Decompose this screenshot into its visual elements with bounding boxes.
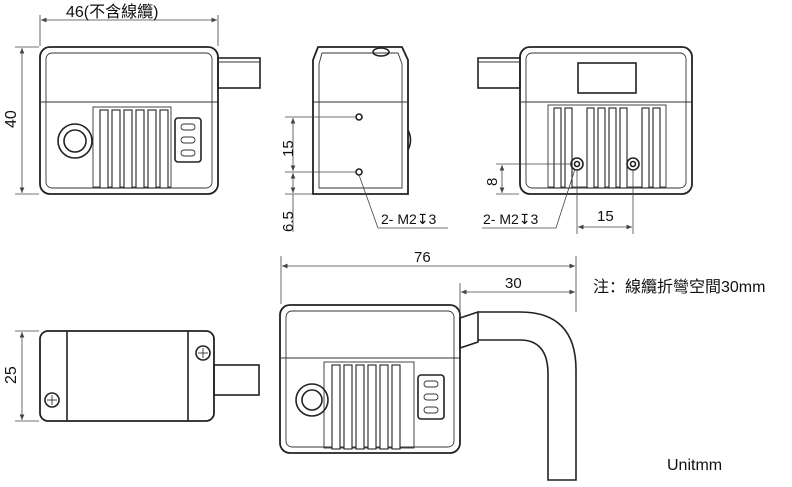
dim-bend-length: 30 bbox=[505, 275, 522, 292]
dim-hole-offset: 6.5 bbox=[280, 211, 297, 232]
dim-hole-spacing: 15 bbox=[280, 140, 297, 157]
thread-side: 2- M2↧3 bbox=[381, 211, 437, 227]
dim-back-spacing: 15 bbox=[597, 208, 614, 225]
front-view bbox=[39, 46, 261, 195]
dim-overall-length: 76 bbox=[414, 249, 431, 266]
side-view bbox=[312, 46, 412, 195]
dim-back-offset: 8 bbox=[484, 178, 501, 186]
dim-top-width: 46(不含線纜) bbox=[66, 2, 158, 21]
unit-label: Unitmm bbox=[667, 457, 722, 474]
dim-depth-top: 25 bbox=[3, 366, 20, 384]
top-view bbox=[39, 330, 260, 422]
thread-back: 2- M2↧3 bbox=[483, 211, 539, 227]
bent-cable-view bbox=[279, 304, 577, 481]
back-view bbox=[477, 46, 693, 195]
cable-bend-note: 注：線纜折彎空間30mm bbox=[593, 277, 765, 296]
dim-height-front: 40 bbox=[3, 110, 20, 128]
